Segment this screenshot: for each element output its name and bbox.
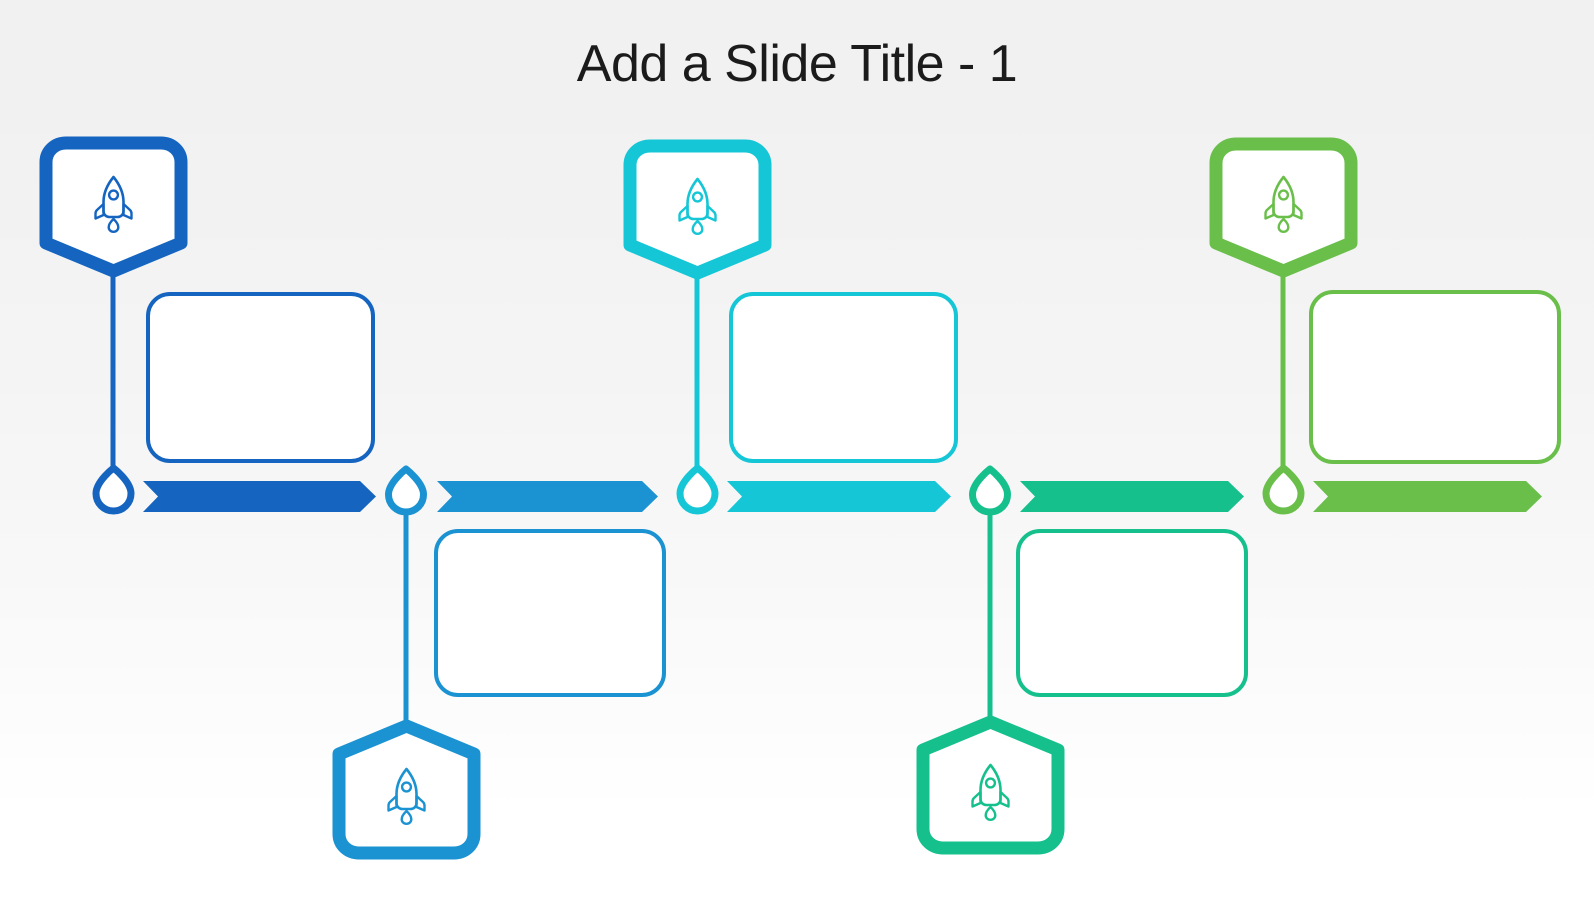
pin-marker-5[interactable]	[1262, 464, 1305, 515]
chevron-arrow-3[interactable]	[727, 481, 951, 512]
pin-marker-1[interactable]	[92, 464, 135, 515]
chevron-arrow-1[interactable]	[143, 481, 376, 512]
shield-marker-4[interactable]	[916, 715, 1065, 855]
pin-marker-4[interactable]	[969, 465, 1011, 516]
page-title[interactable]: Add a Slide Title - 1	[576, 35, 1018, 93]
chevron-arrow-5[interactable]	[1313, 481, 1542, 512]
content-box-1[interactable]	[146, 292, 375, 463]
content-box-5[interactable]	[1309, 290, 1561, 464]
timeline-node-5[interactable]	[1209, 137, 1561, 515]
timeline-node-2[interactable]	[332, 465, 666, 860]
content-box-4[interactable]	[1016, 529, 1248, 697]
timeline-node-4[interactable]	[916, 465, 1248, 855]
timeline-node-3[interactable]	[623, 139, 958, 515]
shield-marker-5[interactable]	[1209, 137, 1358, 278]
shield-marker-1[interactable]	[39, 136, 188, 278]
pin-marker-2[interactable]	[385, 465, 427, 516]
timeline-node-1[interactable]	[39, 136, 375, 515]
chevron-arrow-2[interactable]	[437, 481, 658, 512]
shield-marker-2[interactable]	[332, 719, 481, 860]
pin-marker-3[interactable]	[676, 464, 719, 515]
shield-marker-3[interactable]	[623, 139, 772, 280]
chevron-arrow-4[interactable]	[1020, 481, 1244, 512]
content-box-2[interactable]	[434, 529, 666, 697]
content-box-3[interactable]	[729, 292, 958, 463]
